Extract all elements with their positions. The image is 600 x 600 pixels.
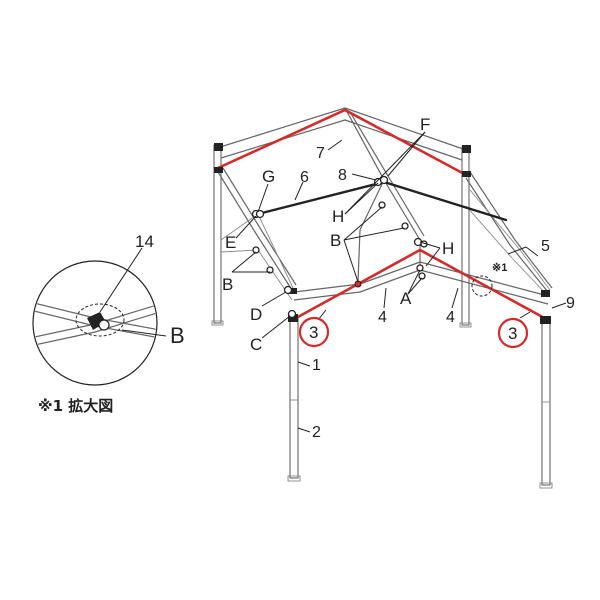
label-C: C (250, 335, 262, 354)
leader-lines (231, 131, 567, 433)
label-A: A (400, 289, 412, 308)
label-B-left: B (222, 275, 233, 294)
front-left-leg (289, 317, 299, 479)
label-7: 7 (316, 145, 325, 162)
highlighted-rails-part-3 (216, 108, 550, 322)
label-B-detail: B (170, 323, 185, 348)
frame-structure (211, 107, 553, 489)
label-D: D (250, 305, 262, 324)
detail-marker-circle (471, 275, 493, 297)
detail-caption: ※1 拡大図 (38, 397, 113, 415)
label-5: 5 (541, 238, 550, 255)
svg-text:3: 3 (508, 324, 517, 343)
detail-marker-label: ※1 (492, 262, 507, 274)
label-9: 9 (566, 295, 575, 312)
label-2: 2 (312, 424, 321, 441)
label-B-top: B (330, 231, 341, 250)
label-H-right: H (442, 239, 454, 258)
part-labels: F 7 8 G 6 E H B H A B D C 5 9 4 4 1 2 (222, 115, 575, 441)
enlarged-detail: 14 B (32, 232, 185, 386)
label-G: G (262, 167, 275, 186)
label-F: F (420, 115, 430, 134)
label-E: E (225, 233, 236, 252)
label-4-left: 4 (378, 309, 387, 326)
part-3-callout-left: 3 (298, 316, 330, 348)
label-14: 14 (135, 232, 154, 251)
joints (251, 175, 428, 319)
svg-text:3: 3 (309, 323, 318, 342)
label-4-right: 4 (446, 309, 455, 326)
front-right-leg (541, 319, 551, 486)
label-H-top: H (332, 207, 344, 226)
part-3-callout-right: 3 (497, 317, 529, 349)
label-6: 6 (300, 169, 309, 186)
label-8: 8 (338, 167, 347, 184)
label-1: 1 (312, 357, 321, 374)
